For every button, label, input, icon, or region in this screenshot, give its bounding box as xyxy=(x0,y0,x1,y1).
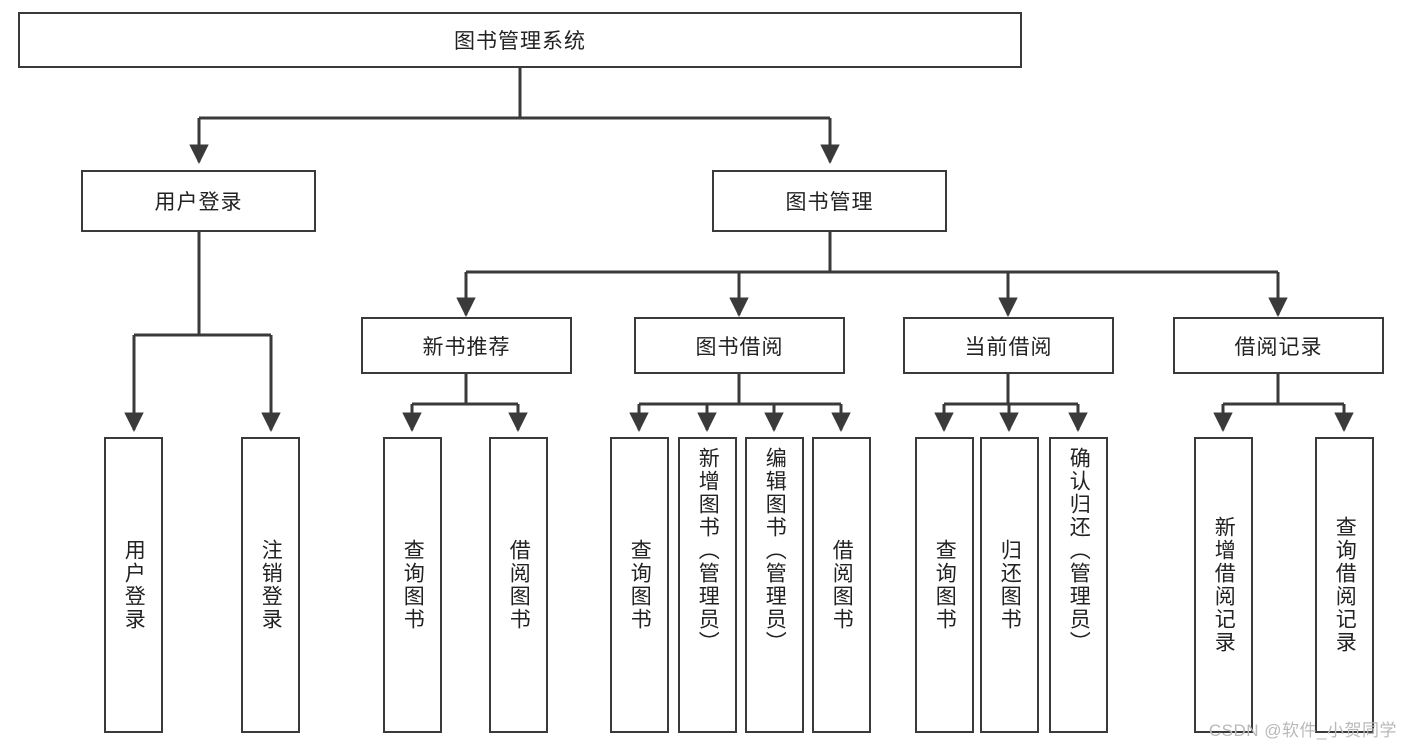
node-leaf-return-book[interactable]: 归还图书 xyxy=(980,437,1039,733)
node-book-borrow[interactable]: 图书借阅 xyxy=(634,317,845,374)
node-current-borrow-label: 当前借阅 xyxy=(964,335,1053,359)
node-leaf-edit-book-admin[interactable]: 编辑图书（管理员） xyxy=(745,437,804,733)
node-leaf-confirm-return-admin[interactable]: 确认归还（管理员） xyxy=(1049,437,1108,733)
node-leaf-borrow-book-1[interactable]: 借阅图书 xyxy=(489,437,548,733)
node-leaf-logout-login-label: 注销登录 xyxy=(259,539,283,631)
node-leaf-user-login[interactable]: 用户登录 xyxy=(104,437,163,733)
node-leaf-query-borrow-record-label: 查询借阅记录 xyxy=(1333,516,1357,654)
node-user-login-label: 用户登录 xyxy=(154,191,243,214)
node-new-book-recommend-label: 新书推荐 xyxy=(422,335,511,359)
node-leaf-query-book-1[interactable]: 查询图书 xyxy=(383,437,442,733)
node-leaf-add-borrow-record[interactable]: 新增借阅记录 xyxy=(1194,437,1253,733)
node-leaf-user-login-label: 用户登录 xyxy=(122,539,146,631)
node-leaf-borrow-book-2[interactable]: 借阅图书 xyxy=(812,437,871,733)
node-leaf-add-book-admin-label: 新增图书（管理员） xyxy=(696,447,720,654)
node-user-login[interactable]: 用户登录 xyxy=(81,170,316,232)
node-leaf-confirm-return-admin-label: 确认归还（管理员） xyxy=(1067,447,1091,654)
node-root-label: 图书管理系统 xyxy=(454,30,586,53)
node-root[interactable]: 图书管理系统 xyxy=(18,12,1022,68)
node-book-manage[interactable]: 图书管理 xyxy=(712,170,947,232)
node-leaf-query-book-2-label: 查询图书 xyxy=(628,539,652,631)
node-new-book-recommend[interactable]: 新书推荐 xyxy=(361,317,572,374)
node-leaf-borrow-book-2-label: 借阅图书 xyxy=(830,539,854,631)
node-leaf-logout-login[interactable]: 注销登录 xyxy=(241,437,300,733)
node-leaf-query-book-2[interactable]: 查询图书 xyxy=(610,437,669,733)
node-leaf-add-borrow-record-label: 新增借阅记录 xyxy=(1212,516,1236,654)
node-leaf-query-borrow-record[interactable]: 查询借阅记录 xyxy=(1315,437,1374,733)
node-current-borrow[interactable]: 当前借阅 xyxy=(903,317,1114,374)
node-leaf-query-book-3[interactable]: 查询图书 xyxy=(915,437,974,733)
node-borrow-record-label: 借阅记录 xyxy=(1234,335,1323,359)
node-leaf-borrow-book-1-label: 借阅图书 xyxy=(507,539,531,631)
node-leaf-return-book-label: 归还图书 xyxy=(998,539,1022,631)
node-leaf-query-book-3-label: 查询图书 xyxy=(933,539,957,631)
node-leaf-add-book-admin[interactable]: 新增图书（管理员） xyxy=(678,437,737,733)
node-leaf-query-book-1-label: 查询图书 xyxy=(401,539,425,631)
node-borrow-record[interactable]: 借阅记录 xyxy=(1173,317,1384,374)
node-book-manage-label: 图书管理 xyxy=(785,191,874,214)
node-leaf-edit-book-admin-label: 编辑图书（管理员） xyxy=(763,447,787,654)
node-book-borrow-label: 图书借阅 xyxy=(695,335,784,359)
